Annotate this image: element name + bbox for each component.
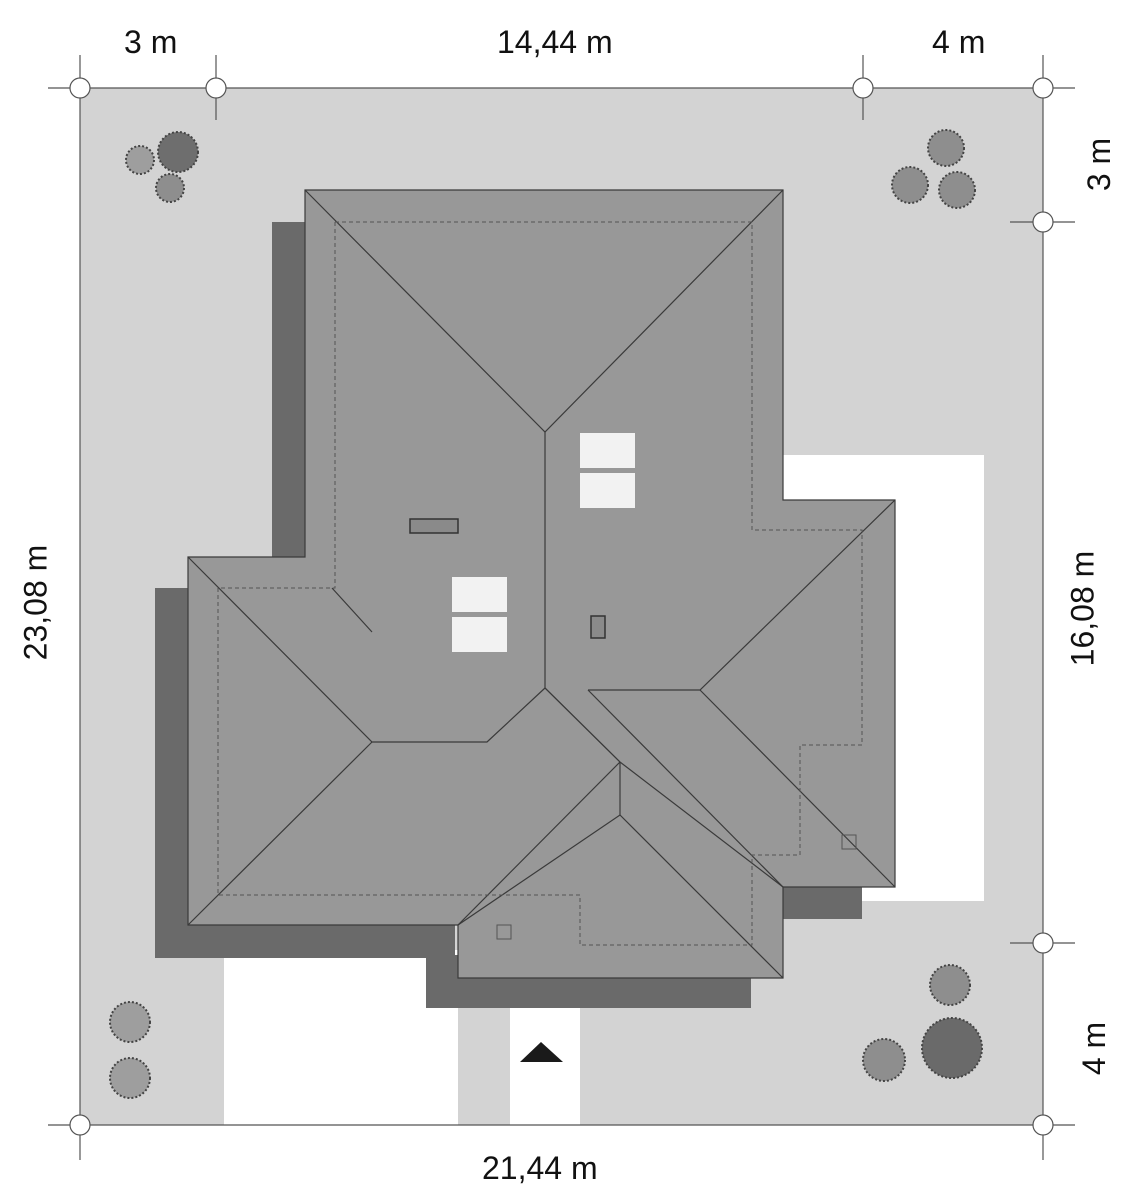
dim-right-depth: 16,08 m — [1064, 550, 1101, 667]
driveway-left — [224, 950, 458, 1125]
dim-top-width: 14,44 m — [497, 24, 613, 60]
dim-bottom-total-width: 21,44 m — [482, 1150, 598, 1186]
dimension-node — [1032, 1114, 1054, 1136]
tree-icon — [891, 166, 929, 204]
tree-icon — [938, 171, 976, 209]
dim-right-bottom-setback: 4 m — [1076, 1021, 1113, 1076]
roof-vents — [496, 834, 857, 940]
tree-icon — [125, 145, 155, 175]
dimension-node — [1032, 932, 1054, 954]
tree-icon — [109, 1001, 151, 1043]
roof-ridge-lines — [187, 189, 896, 979]
dim-right-top-setback: 3 m — [1081, 137, 1118, 192]
dimension-node — [205, 77, 227, 99]
tree-icon — [157, 131, 199, 173]
chimney — [409, 518, 459, 534]
skylight — [452, 577, 507, 612]
skylight — [580, 473, 635, 508]
north-entrance-triangle-icon — [520, 1042, 563, 1062]
chimneys — [409, 518, 606, 639]
dimension-node — [1032, 77, 1054, 99]
skylights — [452, 433, 635, 652]
tree-icon — [927, 129, 965, 167]
dim-top-right-setback: 4 m — [932, 24, 986, 60]
tree-icon — [921, 1017, 983, 1079]
wall-outline-dashed — [217, 221, 863, 946]
tree-icon — [929, 964, 971, 1006]
trees — [109, 129, 983, 1099]
dim-left-total-depth: 23,08 m — [17, 544, 54, 661]
dimension-node — [1032, 211, 1054, 233]
tree-icon — [862, 1038, 906, 1082]
dimension-node — [852, 77, 874, 99]
dimension-node — [69, 1114, 91, 1136]
skylight — [580, 433, 635, 468]
dimension-node — [69, 77, 91, 99]
tree-icon — [109, 1057, 151, 1099]
tree-icon — [155, 173, 185, 203]
chimney — [590, 615, 606, 639]
skylight — [452, 617, 507, 652]
dimension-lines — [48, 55, 1075, 1160]
dim-top-left-setback: 3 m — [124, 24, 178, 60]
